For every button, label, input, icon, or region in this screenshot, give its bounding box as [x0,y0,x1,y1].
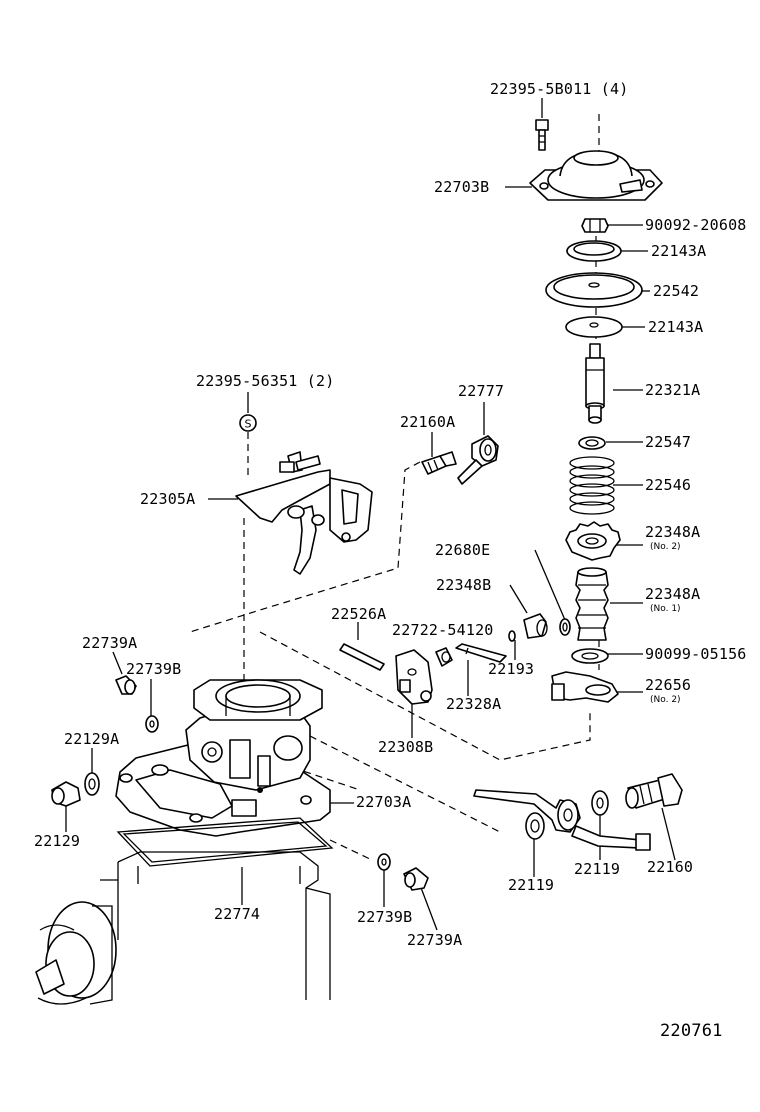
label-22542: 22542 [653,282,700,300]
housing-22703a [115,679,331,837]
nut-90092-20608 [581,218,609,233]
diagram-number: 220761 [660,1021,723,1041]
s-marker-text: S [245,418,252,431]
boot-22348a-no1 [575,567,609,641]
label-22119-right: 22119 [574,860,621,878]
ring-22547 [578,436,606,450]
note-no2: (No. 2) [650,542,681,552]
label-22395-56351: 22395-56351 (2) [196,372,335,390]
label-22547: 22547 [645,433,692,451]
washer-22143a-lower [565,316,623,338]
shaft-22321a [585,343,605,424]
label-22739a-bottom: 22739A [407,931,463,949]
label-22321a: 22321A [645,381,701,399]
washer-22143a-upper [566,240,622,262]
bracket-22308b [395,649,433,705]
label-22739b-left: 22739B [126,660,182,678]
cover-22703b [529,150,663,201]
label-22348b: 22348B [436,576,492,594]
rod-22328a [455,643,507,663]
plug-22739a-bottom [403,867,429,891]
label-22680e: 22680E [435,541,491,559]
label-22348a-no1: 22348A [645,585,701,603]
washer-22739b-bottom [377,853,391,871]
washer-90099-05156 [571,648,609,664]
label-22143a-upper: 22143A [651,242,707,260]
bolt-22160 [625,773,683,809]
banjo-pipe [473,789,651,851]
plug-22129 [51,781,81,807]
pin-22526a [339,643,385,671]
washer-22739b-left [145,715,159,733]
pump-body [35,851,331,1005]
s-marker-circle [239,414,257,432]
ring-22680e [559,618,571,636]
washer-22129a [84,772,100,796]
gasket-22774 [116,817,334,867]
label-22739b-bottom: 22739B [357,908,413,926]
label-22703b: 22703B [434,178,490,196]
label-22119-left: 22119 [508,876,555,894]
label-90092-20608: 90092-20608 [645,216,747,234]
fitting-22777 [457,435,499,485]
label-22160: 22160 [647,858,694,876]
label-22308b: 22308B [378,738,434,756]
plug-22160a [421,451,457,475]
washer-22119-left [525,812,545,840]
o-ring-22193 [508,630,516,642]
label-22129a: 22129A [64,730,120,748]
label-22722-54120: 22722-54120 [392,621,494,639]
label-22656: 22656 [645,676,692,694]
label-22305a: 22305A [140,490,196,508]
bolt-22395-5b011 [535,119,549,151]
bushing-22348b [523,613,548,639]
label-22129: 22129 [34,832,81,850]
label-22777: 22777 [458,382,505,400]
note-no1: (No. 1) [650,604,681,614]
diaphragm-22542 [545,272,643,308]
lever-assembly-22305a [235,451,373,575]
label-22348a-no2: 22348A [645,523,701,541]
label-22328a: 22328A [446,695,502,713]
washer-22119-right [591,790,609,816]
label-22395-5b011: 22395-5B011 (4) [490,80,629,98]
label-90099-05156: 90099-05156 [645,645,747,663]
label-22143a-lower: 22143A [648,318,704,336]
lever-22656-no2 [551,671,619,703]
label-22546: 22546 [645,476,692,494]
spring-22546 [569,456,615,515]
label-22774: 22774 [214,905,261,923]
label-22526a: 22526A [331,605,387,623]
gear-22348a-no2 [565,521,621,561]
label-22160a: 22160A [400,413,456,431]
nut-22722-54120 [435,647,453,667]
label-22703a: 22703A [356,793,412,811]
label-22193: 22193 [488,660,535,678]
label-22739a-left: 22739A [82,634,138,652]
note-22656-no2: (No. 2) [650,695,681,705]
plug-22739a-left [115,675,137,695]
